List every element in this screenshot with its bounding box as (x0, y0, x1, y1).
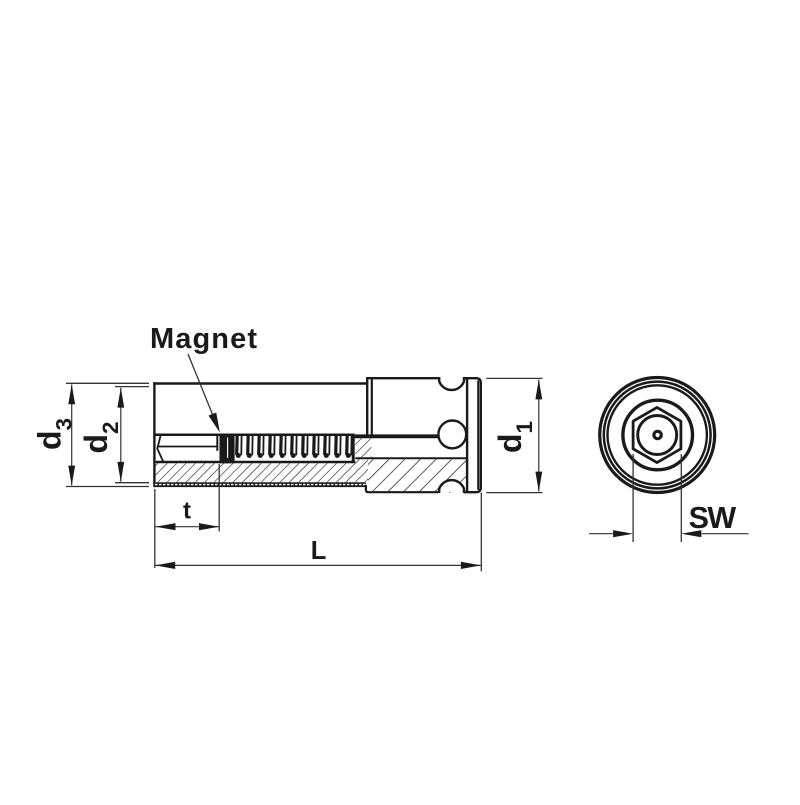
svg-text:d3: d3 (32, 418, 77, 450)
svg-text:SW: SW (689, 501, 737, 535)
svg-text:d2: d2 (78, 421, 123, 453)
svg-text:Magnet: Magnet (150, 323, 258, 355)
svg-text:d1: d1 (492, 421, 537, 453)
svg-text:L: L (311, 537, 327, 565)
svg-text:t: t (183, 498, 191, 525)
